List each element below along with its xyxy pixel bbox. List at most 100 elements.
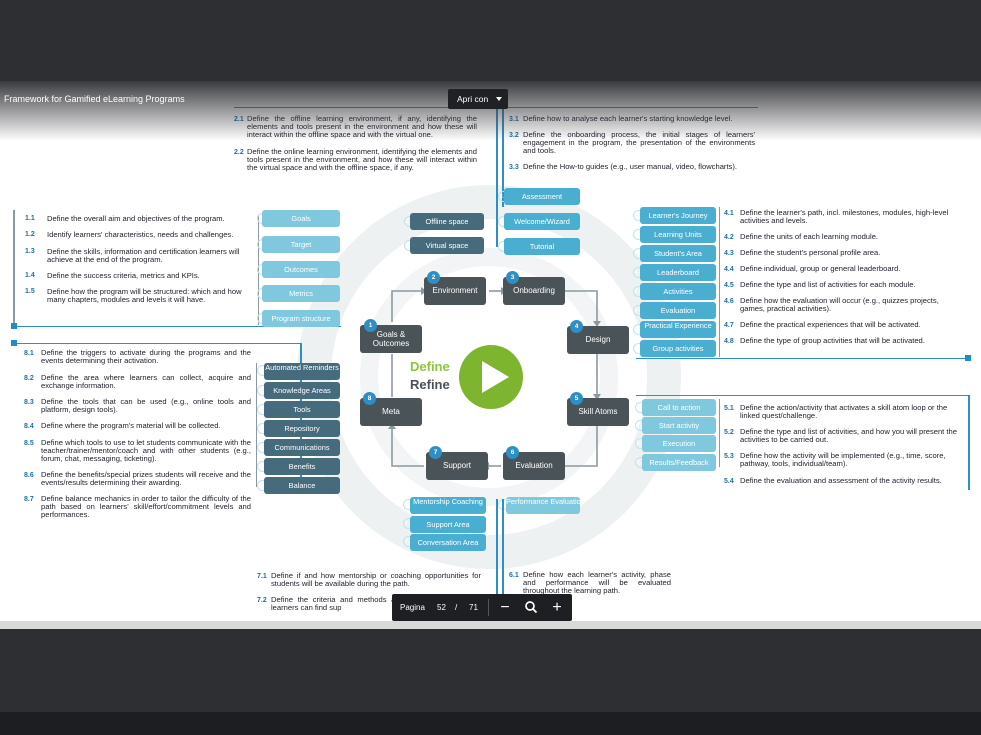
sec5-pill-results-feedback[interactable]: Results/Feedback <box>642 454 716 471</box>
sec4-pill-learners-journey[interactable]: Learner's Journey <box>640 207 716 224</box>
sec5-pill-start-activity[interactable]: Start activity <box>642 417 716 434</box>
node-badge: 3 <box>506 271 519 284</box>
sec5-item-text: Define the type and list of activities, … <box>740 427 957 444</box>
zoom-button[interactable] <box>522 594 540 621</box>
sec1-pill-goals[interactable]: Goals <box>262 210 340 227</box>
sec7-pill-conversation-area[interactable]: Conversation Area <box>410 534 486 551</box>
sec4-pill-students-area[interactable]: Student's Area <box>640 245 716 262</box>
sec5-item-num: 5.2 <box>724 429 734 436</box>
sec4-pill-practical-experience[interactable]: Practical Experience <box>640 321 716 338</box>
sec7-item-text: Define if and how mentorship or coaching… <box>271 571 481 588</box>
page-navigator: Pagina 52 / 71 − + <box>392 594 572 621</box>
zoom-out-button[interactable]: − <box>500 599 510 616</box>
page-total: 71 <box>469 603 478 612</box>
open-with-label: Apri con <box>457 94 489 104</box>
sec6-item-num: 6.1 <box>509 572 519 579</box>
sec2-item-text: Define the online learning environment, … <box>247 147 477 172</box>
node-badge: 7 <box>429 446 442 459</box>
sec7-pill-support-area[interactable]: Support Area <box>410 516 486 533</box>
center-refine-label: Refine <box>410 377 450 392</box>
sec1-item-num: 1.1 <box>25 215 35 222</box>
sec6-item-text: Define how each learner's activity, phas… <box>523 570 671 595</box>
pager-divider <box>488 599 489 616</box>
sec5-pill-call-to-action[interactable]: Call to action <box>642 399 716 416</box>
sec8-pill-communications[interactable]: Communications <box>264 439 340 456</box>
sec3-connector <box>502 107 504 207</box>
page-separator: / <box>455 603 458 612</box>
sec1-item-num: 1.2 <box>25 231 35 238</box>
sec3-pill-tutorial[interactable]: Tutorial <box>504 238 580 255</box>
sec8-item-text: Define the benefits/special prizes stude… <box>41 470 251 487</box>
sec1-item-text: Define the success criteria, metrics and… <box>47 271 200 280</box>
sec1-item-num: 1.5 <box>25 288 35 295</box>
zoom-in-button[interactable]: + <box>552 599 562 616</box>
sec8-pill-repository[interactable]: Repository <box>264 420 340 437</box>
sec5-pill-execution[interactable]: Execution <box>642 435 716 452</box>
sec1-pill-target[interactable]: Target <box>262 236 340 253</box>
sec8-pill-knowledge-areas[interactable]: Knowledge Areas <box>264 382 340 399</box>
sec1-pill-program-structure[interactable]: Program structure <box>262 310 340 327</box>
sec8-item-num: 8.7 <box>24 496 34 503</box>
sec6-pill-performance-evaluation[interactable]: Performance Evaluation <box>506 497 580 514</box>
sec4-pill-learning-units[interactable]: Learning Units <box>640 226 716 243</box>
sec4-marker <box>965 355 971 361</box>
sec4-pill-evaluation[interactable]: Evaluation <box>640 302 716 319</box>
sec2-item-text: Define the offline learning environment,… <box>247 114 477 139</box>
sec2-pill-virtual-space[interactable]: Virtual space <box>410 237 484 254</box>
sec6-connector <box>502 499 504 599</box>
sec4-item-text: Define the units of each learning module… <box>740 232 879 241</box>
viewer-footer <box>0 712 981 735</box>
page-bottom-edge <box>0 621 981 629</box>
sec8-marker <box>11 340 17 346</box>
sec8-item-text: Define balance mechanics in order to tai… <box>41 494 251 519</box>
sec4-pill-group-activities[interactable]: Group activities <box>640 340 716 357</box>
sec8-pill-tools[interactable]: Tools <box>264 401 340 418</box>
sec4-pill-activities[interactable]: Activities <box>640 283 716 300</box>
node-badge: 2 <box>427 271 440 284</box>
sec8-item-num: 8.3 <box>24 399 34 406</box>
sec4-item-text: Define the practical experiences that wi… <box>740 320 921 329</box>
node-badge: 6 <box>506 446 519 459</box>
node-badge: 4 <box>570 320 583 333</box>
sec2-item-num: 2.1 <box>234 116 244 123</box>
sec8-item-num: 8.4 <box>24 423 34 430</box>
sec8-inner <box>256 363 257 487</box>
sec4-pill-leaderboard[interactable]: Leaderboard <box>640 264 716 281</box>
node-onboarding[interactable]: Onboarding <box>503 277 565 305</box>
sec8-item-text: Define the triggers to activate during t… <box>41 348 251 365</box>
sec8-item-text: Define the tools that can be used (e.g.,… <box>41 397 251 414</box>
sec4-item-text: Define the learner's path, incl. milesto… <box>740 208 949 225</box>
chevron-down-icon <box>496 97 502 101</box>
sec8-pill-balance[interactable]: Balance <box>264 477 340 494</box>
sec5-item-text: Define how the activity will be implemen… <box>740 451 946 468</box>
sec4-item-text: Define the type and list of activities f… <box>740 280 916 289</box>
sec5-item-text: Define the evaluation and assessment of … <box>740 476 942 485</box>
sec1-pill-outcomes[interactable]: Outcomes <box>262 261 340 278</box>
sec8-item-text: Define which tools to use to let student… <box>41 438 251 463</box>
sec5-item-text: Define the action/activity that activate… <box>740 403 948 420</box>
sec2-pill-offline-space[interactable]: Offline space <box>410 213 484 230</box>
page-current-input[interactable]: 52 <box>437 603 446 612</box>
sec4-item-num: 4.2 <box>724 234 734 241</box>
sec7-pill-mentorship-coaching[interactable]: Mentorship Coaching <box>410 497 486 514</box>
sec3-pill-welcome-wizard[interactable]: Welcome/Wizard <box>504 213 580 230</box>
sec1-pill-metrics[interactable]: Metrics <box>262 285 340 302</box>
sec3-item-text: Define the How-to guides (e.g., user man… <box>523 162 737 171</box>
sec4-item-num: 4.3 <box>724 250 734 257</box>
play-icon[interactable] <box>458 344 524 410</box>
sec4-item-num: 4.4 <box>724 266 734 273</box>
document-title: Framework for Gamified eLearning Program… <box>4 94 185 104</box>
sec5-rule <box>636 395 970 396</box>
sec1-item-num: 1.3 <box>25 248 35 255</box>
sec8-pill-automated-reminders[interactable]: Automated Reminders <box>264 363 340 380</box>
center-define-label: Define <box>410 359 450 374</box>
sec4-connector <box>719 207 720 357</box>
page-label: Pagina <box>400 603 425 612</box>
sec4-item-text: Define how the evaluation will occur (e.… <box>740 296 939 313</box>
sec4-item-num: 4.8 <box>724 338 734 345</box>
sec8-pill-benefits[interactable]: Benefits <box>264 458 340 475</box>
sec1-marker <box>11 323 17 329</box>
sec3-pill-assessment[interactable]: Assessment <box>504 188 580 205</box>
open-with-button[interactable]: Apri con <box>448 89 508 109</box>
magnifier-icon <box>525 601 538 614</box>
